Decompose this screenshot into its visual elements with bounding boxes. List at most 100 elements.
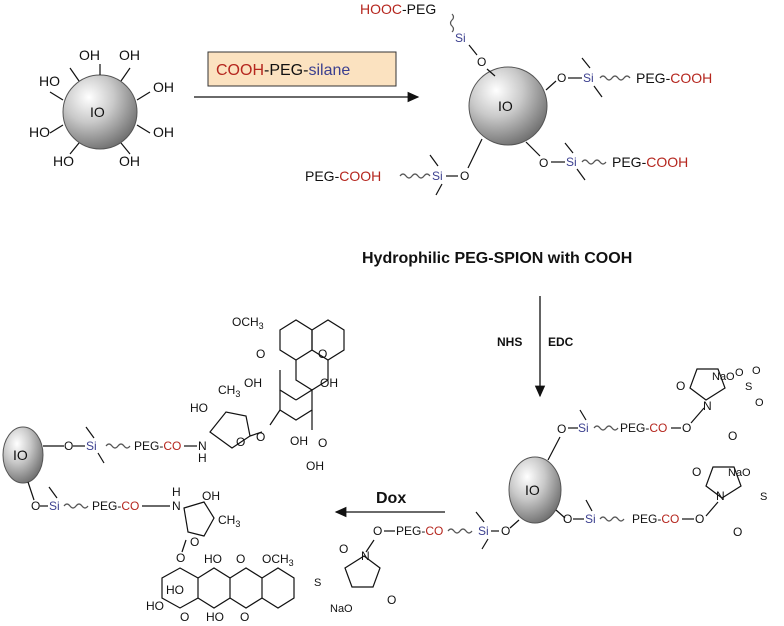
- ch3-sugar-lower: CH3: [218, 513, 240, 529]
- o-right-1: O: [557, 71, 566, 85]
- o-right-ester: O: [695, 512, 704, 526]
- o-quinone-upper-2: O: [318, 347, 327, 361]
- oh-sugar-lower: OH: [202, 489, 220, 503]
- ho-lower-2: HO: [166, 583, 184, 597]
- s-left: S: [314, 577, 321, 589]
- oh-left-1: HO: [39, 73, 60, 89]
- reagent-nhs: NHS: [497, 335, 522, 349]
- oh-bottom-right: OH: [119, 153, 140, 169]
- o-sugar-upper: O: [236, 435, 245, 449]
- peg-spion-cooh: IO HOOC-PEG Si O O Si PEG-COOH O Si PEG-…: [305, 1, 712, 196]
- nao-upper: NaO: [712, 371, 735, 383]
- o-glycoside-upper: O: [256, 430, 265, 444]
- o-left-carbonyl-1: O: [339, 542, 348, 556]
- h-dox-lower: H: [172, 485, 181, 499]
- si-right-3: Si: [585, 512, 596, 526]
- left-chain-terminal: PEG-COOH: [305, 168, 381, 184]
- ho-lower-4: HO: [206, 610, 224, 624]
- n-right: N: [716, 489, 725, 503]
- oh-upper-1: OH: [244, 376, 262, 390]
- o-left-3: O: [501, 524, 510, 538]
- s-upper: S: [745, 381, 752, 393]
- n-dox-lower: N: [172, 499, 181, 513]
- o-upper: O: [557, 422, 566, 436]
- peg-wave-right-2: [581, 159, 607, 165]
- right-chain-3-terminal: PEG-CO: [632, 512, 679, 526]
- o-right-carbonyl-2: O: [733, 525, 742, 539]
- oh-top-right: OH: [119, 47, 140, 63]
- n-upper: N: [703, 399, 712, 413]
- och3-upper: OCH3: [232, 315, 264, 331]
- o-ketone-lower: O: [180, 610, 189, 624]
- si-top: Si: [455, 31, 466, 45]
- upper-chain-terminal: PEG-CO: [620, 421, 667, 435]
- oh-top-left: OH: [79, 47, 100, 63]
- o-quinone-upper-1: O: [256, 347, 265, 361]
- particle-label-3: IO: [525, 482, 540, 498]
- si-right-1: Si: [583, 71, 594, 85]
- oh-upper-4: OH: [306, 459, 324, 473]
- ho-lower-3: HO: [146, 599, 164, 613]
- o-dox-upper: O: [64, 439, 73, 453]
- n-left: N: [361, 549, 370, 563]
- reagent-edc: EDC: [548, 335, 574, 349]
- particle-label: IO: [90, 104, 105, 120]
- si-right-2: Si: [566, 155, 577, 169]
- o-quinone-lower-2: O: [240, 610, 249, 624]
- nhs-activated-spion: IO O Si PEG-CO O N O O NaO S O O O O Si …: [314, 365, 767, 615]
- caption: Hydrophilic PEG-SPION with COOH: [362, 250, 632, 267]
- o-glycoside-lower: O: [176, 551, 185, 565]
- dox-conjugated-spion: IO O Si PEG-CO N H O HO CH3 O OCH3 O: [2, 315, 345, 624]
- o-right-carbonyl-1: O: [692, 465, 701, 479]
- oh-right-2: OH: [153, 124, 174, 140]
- o-upper-s-2: O: [752, 365, 761, 377]
- o-ketone-upper: O: [318, 436, 327, 450]
- peg-wave-right-3: [599, 516, 625, 522]
- si-left-3: Si: [478, 524, 489, 538]
- svg-text:COOH-PEG-silane: COOH-PEG-silane: [216, 62, 350, 79]
- o-left-carbonyl-2: O: [387, 593, 396, 607]
- oh-left-2: HO: [29, 124, 50, 140]
- o-upper-s-1: O: [735, 367, 744, 379]
- dox-upper-terminal: PEG-CO: [134, 439, 181, 453]
- nao-left: NaO: [330, 603, 353, 615]
- o-top: O: [477, 55, 486, 69]
- n-dox-upper: N: [198, 439, 207, 453]
- dox-lower-terminal: PEG-CO: [92, 499, 139, 513]
- o-upper-carbonyl-1: O: [676, 379, 685, 393]
- peg-wave-top: [449, 13, 455, 33]
- peg-wave-right-1: [599, 75, 631, 81]
- o-right-3: O: [563, 512, 572, 526]
- reagent-box: COOH-PEG-silane: [207, 51, 397, 87]
- oh-right-1: OH: [153, 79, 174, 95]
- h-dox-upper: H: [198, 451, 207, 465]
- peg-wave-upper: [593, 425, 619, 431]
- si-left: Si: [432, 169, 443, 183]
- ho-sugar-upper: HO: [190, 401, 208, 415]
- oh-upper-3: OH: [290, 434, 308, 448]
- o-upper-carbonyl-2: O: [728, 429, 737, 443]
- si-dox-upper: Si: [86, 439, 97, 453]
- ho-lower-1: HO: [204, 552, 222, 566]
- si-upper: Si: [578, 421, 589, 435]
- particle-label-2: IO: [498, 98, 513, 114]
- peg-wave-left: [399, 173, 431, 179]
- top-chain-terminal: HOOC-PEG: [360, 1, 436, 17]
- o-upper-s-3: O: [755, 397, 764, 409]
- oh-upper-2: OH: [320, 376, 338, 390]
- dox-label: Dox: [376, 490, 406, 507]
- reagent-peg: -PEG-: [264, 62, 308, 79]
- peg-wave-dox-lower: [63, 503, 89, 509]
- nao-right: NaO: [728, 467, 751, 479]
- particle-label-4: IO: [13, 447, 28, 463]
- o-left: O: [460, 169, 469, 183]
- o-upper-ester: O: [682, 421, 691, 435]
- o-dox-lower: O: [31, 499, 40, 513]
- ch3-sugar-upper: CH3: [218, 383, 240, 399]
- peg-wave-left-3: [447, 528, 473, 534]
- s-right: S: [760, 491, 767, 503]
- o-left-ester: O: [373, 524, 382, 538]
- och3-lower: OCH3: [262, 552, 294, 568]
- left-chain-3-terminal: PEG-CO: [396, 524, 443, 538]
